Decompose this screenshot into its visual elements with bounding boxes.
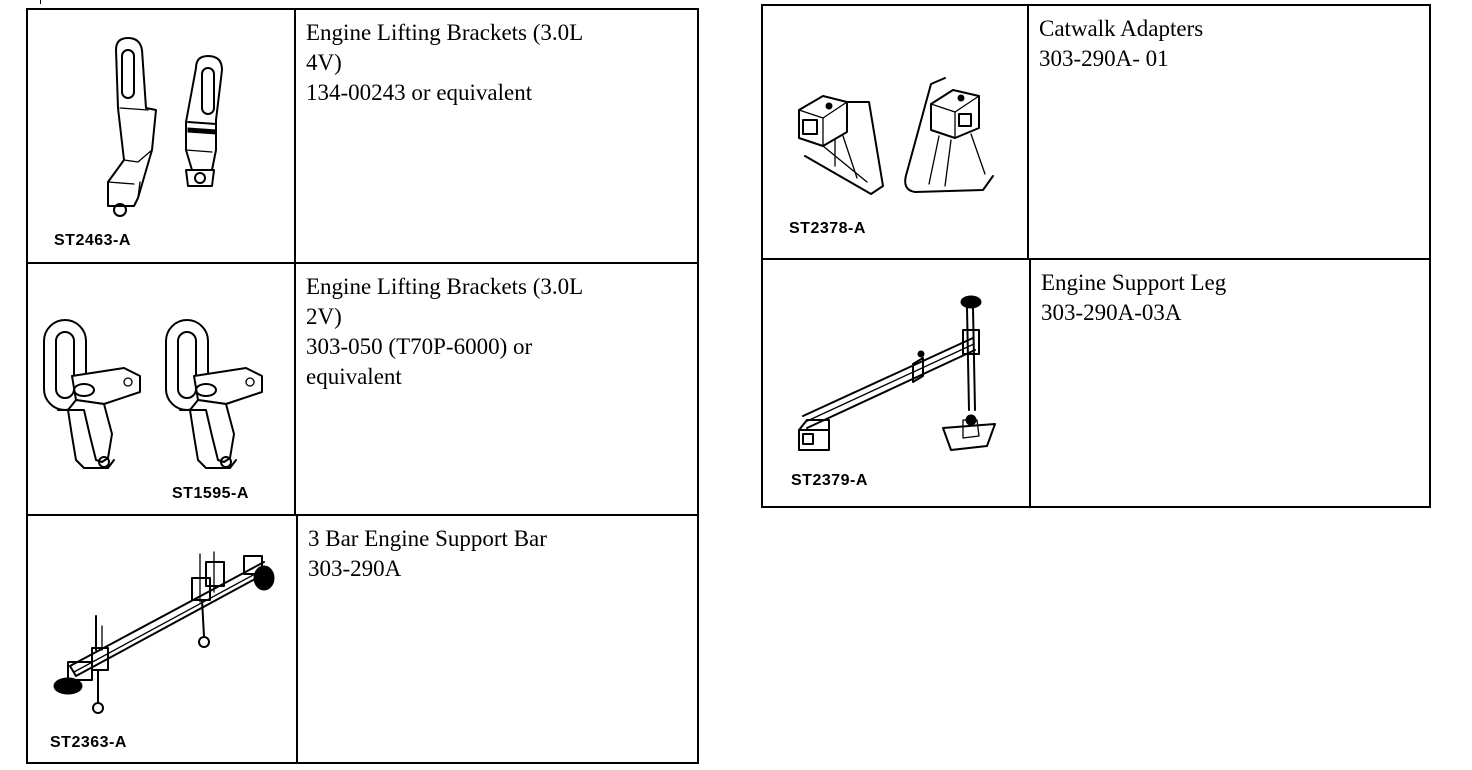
tool-name-line: 2V) [306,304,342,329]
tool-image-cell: ST2379-A [763,260,1031,506]
lifting-bracket-4v-illustration [28,10,296,260]
tool-description-cell: 3 Bar Engine Support Bar 303-290A [298,516,697,762]
tool-number-line: 134-00243 or equivalent [306,80,533,105]
tool-description-cell: Engine Support Leg 303-290A-03A [1031,260,1429,506]
tool-name-line: Engine Support Leg [1041,270,1227,295]
tool-code: ST2363-A [50,734,127,751]
tool-row: ST2363-A 3 Bar Engine Support Bar 303-29… [28,514,697,762]
tool-image-cell: ST2378-A [763,6,1029,258]
tool-number-line: 303-290A- 01 [1039,46,1169,71]
left-tool-table: ST2463-A Engine Lifting Brackets (3.0L 4… [26,8,699,764]
tool-number-line: 303-290A [308,556,402,581]
tool-name-line: Catwalk Adapters [1039,16,1204,41]
tool-row: ST1595-A Engine Lifting Brackets (3.0L 2… [28,262,697,514]
tool-description-cell: Engine Lifting Brackets (3.0L 4V) 134-00… [296,10,697,262]
tool-number-line: 303-290A-03A [1041,300,1182,325]
tool-code: ST2379-A [791,472,868,489]
tool-image-cell: ST1595-A [28,264,296,514]
tool-name-line: Engine Lifting Brackets (3.0L [306,274,584,299]
catwalk-adapter-illustration [763,6,1029,256]
tool-name-line: Engine Lifting Brackets (3.0L [306,20,584,45]
tool-image-cell: ST2463-A [28,10,296,262]
tool-description-cell: Engine Lifting Brackets (3.0L 2V) 303-05… [296,264,697,514]
tool-name-line: 3 Bar Engine Support Bar [308,526,547,551]
tool-name-line: 4V) [306,50,342,75]
tool-row: ST2463-A Engine Lifting Brackets (3.0L 4… [28,10,697,262]
support-leg-illustration [763,260,1031,510]
tool-row: ST2378-A Catwalk Adapters 303-290A- 01 [763,6,1429,258]
tool-row: ST2379-A Engine Support Leg 303-290A-03A [763,258,1429,506]
tool-number-line: 303-050 (T70P-6000) or [306,334,533,359]
tool-code: ST2378-A [789,220,866,237]
right-tool-table: ST2378-A Catwalk Adapters 303-290A- 01 [761,4,1431,508]
tool-code: ST2463-A [54,232,131,249]
top-tick-mark [40,0,41,4]
tool-number-line: equivalent [306,364,402,389]
support-bar-illustration [28,516,298,766]
lifting-bracket-2v-illustration [28,264,296,514]
tool-code: ST1595-A [172,485,249,502]
tool-description-cell: Catwalk Adapters 303-290A- 01 [1029,6,1429,258]
tool-image-cell: ST2363-A [28,516,298,762]
